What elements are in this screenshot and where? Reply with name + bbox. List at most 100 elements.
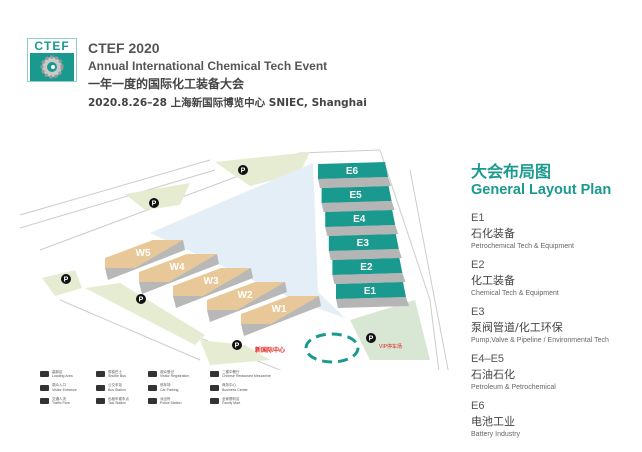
shop-icon xyxy=(210,397,219,404)
green-strip xyxy=(85,283,205,345)
zone-en: Battery Industry xyxy=(471,431,521,438)
legend-title-cn: 大会布局图 xyxy=(471,162,552,181)
hall-label: E3 xyxy=(357,238,370,249)
hall-w2[interactable]: W2 xyxy=(207,282,287,322)
hall-e3[interactable]: E3 xyxy=(328,234,402,260)
taxi-icon xyxy=(96,397,105,404)
event-date-venue: 2020.8.26–28 上海新国际博览中心 SNIEC, Shanghai xyxy=(88,97,367,109)
zone-en: Pump,Valve & Pipeline / Environmental Te… xyxy=(471,337,609,344)
traffic-icon xyxy=(40,397,49,404)
parking-label: P xyxy=(152,201,157,208)
key-cn: 交通人流 xyxy=(52,396,66,401)
hall-label: E2 xyxy=(360,262,373,273)
registration-icon xyxy=(148,371,157,378)
gear-icon xyxy=(30,53,74,81)
center-label: 新国际中心 xyxy=(255,346,285,354)
parking-label: P xyxy=(241,168,246,175)
hall-e5[interactable]: E5 xyxy=(321,186,395,212)
key-cn: 装卸区 xyxy=(52,370,63,374)
hall-label: W4 xyxy=(170,262,185,273)
key-cn: 观众入口 xyxy=(52,383,66,388)
hall-label: W2 xyxy=(238,290,253,301)
parking-area xyxy=(42,270,82,296)
key-en: Business Center xyxy=(222,387,248,392)
hall-e4[interactable]: E4 xyxy=(325,210,399,236)
zone-cn: 泵阀管道/化工环保 xyxy=(471,321,563,334)
key-en: Shuttle Bus xyxy=(108,374,126,379)
key-cn: 二楼中餐厅 xyxy=(222,370,240,374)
hall-label: W3 xyxy=(204,276,219,287)
key-en: Police Station xyxy=(160,400,182,405)
key-en: Traffic Flow xyxy=(52,400,70,405)
hall-label: E5 xyxy=(349,190,362,201)
zone-en: Petroleum & Petrochemical xyxy=(471,384,556,391)
key-en: Visitor Entrance xyxy=(52,387,77,392)
key-cn: 派出所 xyxy=(160,396,171,401)
event-subtitle-cn: 一年一度的国际化工装备大会 xyxy=(88,77,245,91)
zone-en: Chemical Tech & Equipment xyxy=(471,290,559,297)
entrance-icon xyxy=(40,384,49,391)
zone-code: E3 xyxy=(471,306,485,318)
key-cn: 观众登记 xyxy=(160,370,174,374)
hall-e6[interactable]: E6 xyxy=(318,162,391,188)
hall-w4[interactable]: W4 xyxy=(139,254,219,294)
parking-label: P xyxy=(235,343,240,350)
key-en: Bus Station xyxy=(108,387,126,392)
key-cn: 停车场 xyxy=(160,383,171,388)
hall-w5[interactable]: W5 xyxy=(105,240,185,280)
hall-w1[interactable]: W1 xyxy=(241,296,321,336)
zone-cn: 石油石化 xyxy=(471,368,515,381)
parking-icon: P xyxy=(238,165,248,175)
bus-icon xyxy=(96,384,105,391)
hall-w3[interactable]: W3 xyxy=(173,268,253,308)
zone-entry: E3 泵阀管道/化工环保 Pump,Valve & Pipeline / Envir… xyxy=(471,306,611,344)
zone-code: E1 xyxy=(471,212,485,224)
parking-area xyxy=(215,152,310,186)
business-icon xyxy=(210,384,219,391)
key-cn: 商务中心 xyxy=(222,383,236,388)
legend-title-en: General Layout Plan xyxy=(471,182,612,198)
event-title: CTEF 2020 xyxy=(88,40,160,56)
logo-text: CTEF xyxy=(34,39,70,53)
ctef-logo: CTEF xyxy=(27,38,77,82)
event-header: CTEF 2020 Annual International Chemical … xyxy=(88,40,367,110)
hall-e2[interactable]: E2 xyxy=(332,258,406,284)
hall-label: W5 xyxy=(136,248,151,259)
hall-label: E4 xyxy=(353,214,366,225)
key-en: Chinese Restaurant Mezzanine xyxy=(222,374,271,379)
restaurant-icon xyxy=(210,371,219,378)
zone-en: Petrochemical Tech & Equipment xyxy=(471,243,574,250)
event-subtitle: Annual International Chemical Tech Event xyxy=(88,59,328,73)
parking-icon: P xyxy=(149,198,159,208)
parking-label: P xyxy=(369,336,374,343)
hall-label: W1 xyxy=(272,304,287,315)
zone-code: E6 xyxy=(471,400,485,412)
zone-cn: 化工装备 xyxy=(471,274,515,287)
key-cn: 穿梭巴士 xyxy=(108,370,122,374)
hall-label: E6 xyxy=(346,166,359,177)
hall-e1[interactable]: E1 xyxy=(336,282,409,308)
parking-icon: P xyxy=(136,294,146,304)
vip-parking-label: VIP停车场 xyxy=(379,343,402,350)
key-cn: 出租车候车点 xyxy=(108,396,129,401)
key-en: Car Parking xyxy=(160,387,179,392)
key-cn: 公交车站 xyxy=(108,383,122,388)
roundabout xyxy=(304,332,360,364)
parking-label: P xyxy=(139,297,144,304)
hall-label: E1 xyxy=(364,286,377,297)
